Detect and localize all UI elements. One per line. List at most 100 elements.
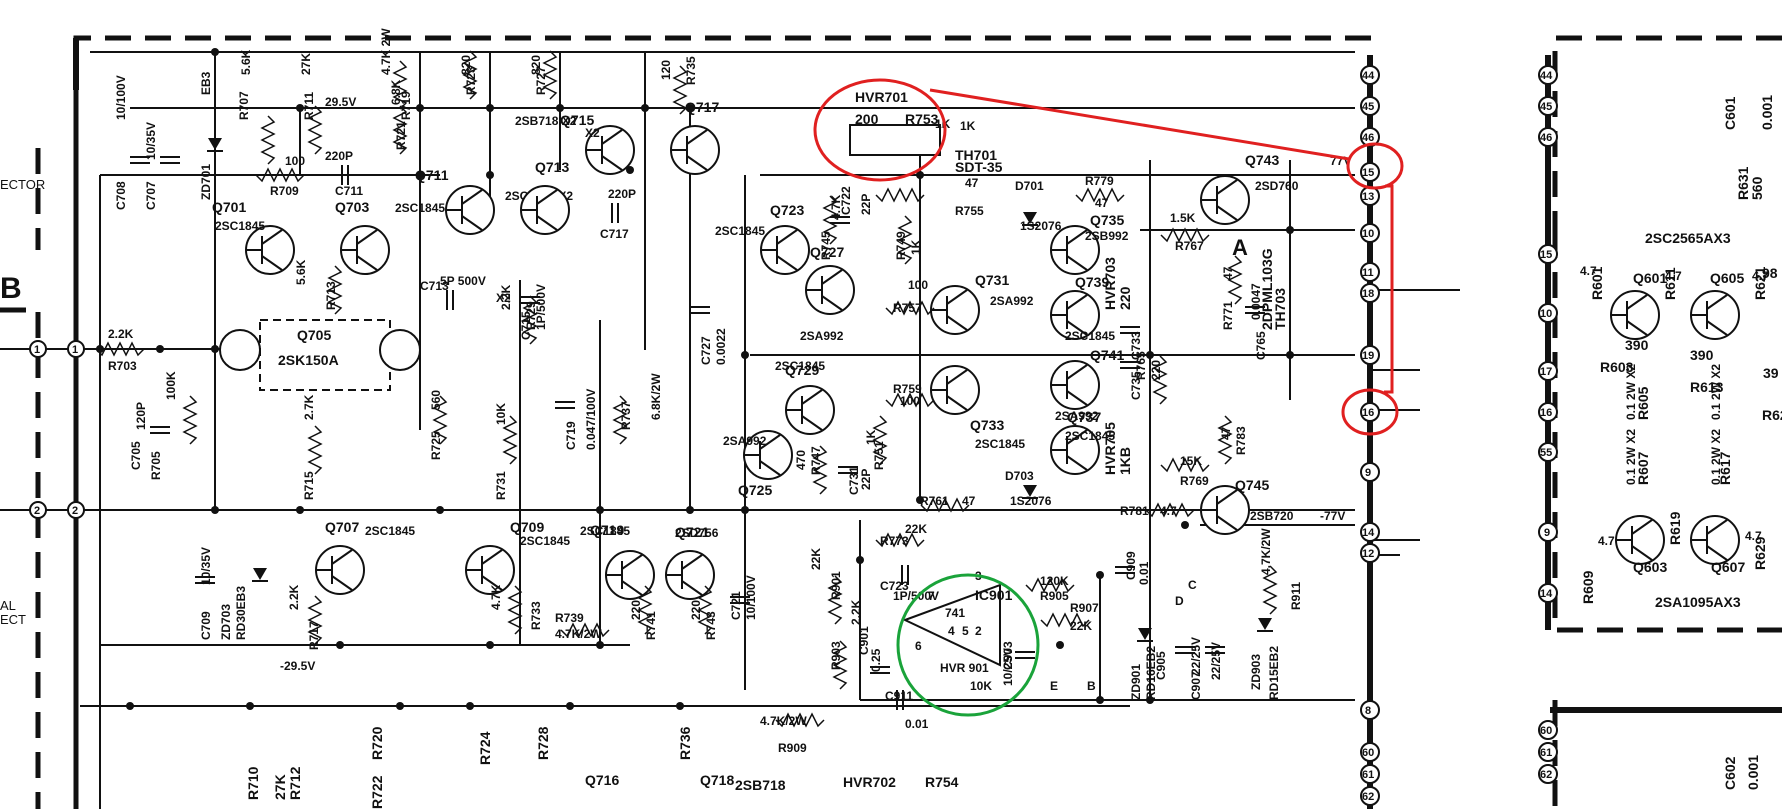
svg-text:27K: 27K [272, 774, 288, 800]
bottom-row: Q716 Q718 2SB718 27K R712 R710 R720 R722… [245, 726, 786, 809]
signal-wires [0, 51, 1460, 809]
svg-text:12: 12 [1362, 548, 1374, 560]
board-outline-left [0, 148, 41, 809]
svg-text:18: 18 [1362, 288, 1374, 300]
transistor-ref: Q731 [975, 272, 1009, 288]
svg-text:R728: R728 [535, 726, 551, 760]
junction-dot [96, 345, 104, 353]
svg-text:C602: C602 [1722, 756, 1738, 790]
resistor-ref: R727 [534, 66, 548, 95]
resistor-ref: R711 [302, 92, 316, 120]
svg-text:1K: 1K [935, 117, 951, 131]
svg-text:14: 14 [1362, 527, 1375, 539]
capacitor-ref: C719 [564, 421, 578, 450]
svg-text:B: B [1087, 679, 1096, 693]
capacitor-ref: C735 [1129, 371, 1143, 400]
svg-text:560: 560 [1749, 176, 1765, 200]
svg-text:Q705: Q705 [297, 327, 331, 343]
resistor-value: 1K [909, 239, 923, 255]
svg-text:TH701: TH701 [955, 147, 997, 163]
capacitor-c733: C733 [1120, 326, 1143, 360]
capacitor-value: 10/25V [1001, 648, 1015, 686]
svg-text:60: 60 [1362, 747, 1374, 759]
transistor-ref: Q711 [415, 167, 449, 183]
resistor-value: 6.8K/2W [649, 373, 663, 420]
svg-text:R623: R623 [1762, 407, 1782, 423]
resistor-value: 120 [659, 60, 673, 80]
transistor-part: 2SC1845 [1065, 429, 1115, 443]
svg-text:R611: R611 [1662, 267, 1678, 300]
resistor-value: 2.7K [302, 394, 316, 420]
svg-text:46: 46 [1540, 132, 1552, 144]
resistor-value: 100 [908, 278, 928, 292]
resistor-ref: R747 [809, 446, 823, 475]
board-outline-right [1550, 35, 1782, 809]
transistor-part: 2SA992 [723, 434, 767, 448]
svg-text:0.001: 0.001 [1745, 755, 1761, 790]
resistor-value: 22K [1070, 619, 1092, 633]
svg-text:44: 44 [1362, 70, 1375, 82]
svg-text:13: 13 [1362, 191, 1374, 203]
svg-text:2: 2 [72, 505, 78, 517]
resistor-value: 2.2K [499, 284, 513, 310]
junction-dot [1096, 696, 1104, 704]
svg-text:62: 62 [1540, 769, 1552, 781]
resistor-value: 4.7K [829, 194, 843, 220]
resistor-value: 47 [962, 494, 976, 508]
resistor-ref: R907 [1070, 601, 1099, 615]
transistor-ref: Q725 [738, 482, 772, 498]
junction-dot [416, 171, 424, 179]
svg-text:9: 9 [1544, 527, 1550, 539]
capacitor-value: 22/25V [1209, 642, 1223, 680]
svg-text:10: 10 [1540, 308, 1552, 320]
resistor-ref: R761 [920, 494, 949, 508]
junction-dot [211, 506, 219, 514]
bus-connectors: 44 45 46 15 13 10 11 18 19 16 9 14 12 8 … [1360, 65, 1380, 806]
resistor-value: 2.2K [108, 327, 134, 341]
resistor-ref: R717 [307, 621, 321, 650]
transistor-part: 2SC1845 [775, 359, 825, 373]
transistor-part: 2SC1845 [365, 524, 415, 538]
resistor-ref: R733 [529, 601, 543, 630]
q705-dual-jfet: Q705 2SK150A [219, 319, 421, 391]
junction-dot [156, 345, 164, 353]
resistor-value: 10K [494, 403, 508, 425]
svg-text:A: A [1232, 235, 1248, 260]
resistor-ref: R905 [1040, 589, 1069, 603]
svg-text:0.1 2W X2: 0.1 2W X2 [1709, 364, 1723, 420]
junction-dot [641, 104, 649, 112]
resistor-value: 4.7K/2W [1259, 528, 1273, 575]
capacitor-value: 10/100V [114, 75, 128, 120]
junction-dot [676, 702, 684, 710]
diode-ref: ZD703 [219, 604, 233, 640]
svg-text:44: 44 [1540, 70, 1553, 82]
resistor-ref: R739 [555, 611, 584, 625]
capacitor-ref: C713 [420, 279, 449, 293]
svg-text:2SA1095AX3: 2SA1095AX3 [1655, 594, 1741, 610]
transistor-q601 [1610, 290, 1660, 340]
svg-text:2SC2565AX3: 2SC2565AX3 [1645, 230, 1731, 246]
svg-text:220: 220 [1117, 286, 1133, 310]
svg-text:R609: R609 [1580, 570, 1596, 604]
resistor-value: 470 [794, 450, 808, 470]
capacitor-ref: C721 [729, 591, 743, 620]
capacitor-value: 0.0022 [714, 328, 728, 365]
diode-value: RD16EB2 [1144, 646, 1158, 700]
